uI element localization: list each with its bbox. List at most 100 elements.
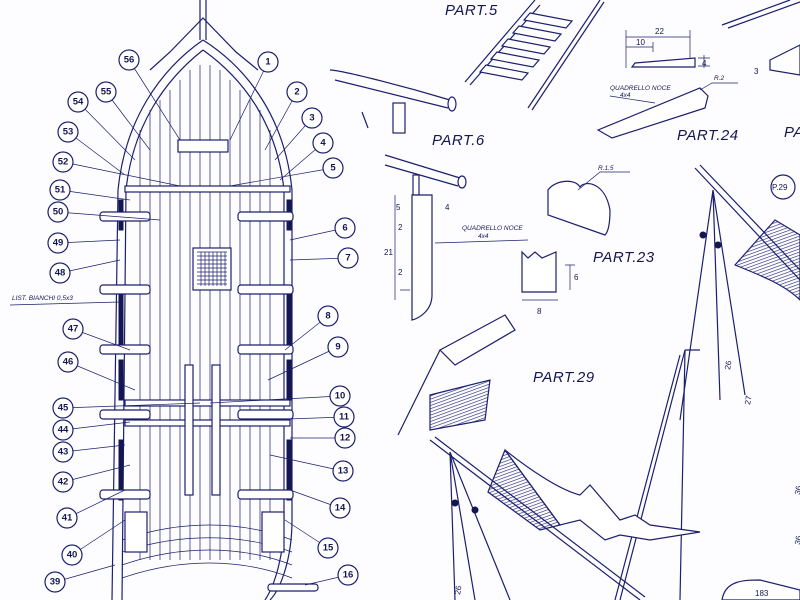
callout-54: 54 [67,91,89,113]
callout-circle [286,81,308,103]
dim-8: 8 [537,307,542,316]
rope-27: 27 [743,394,754,405]
callout-number: 42 [58,477,69,488]
part-6-label: PART.6 [432,132,485,149]
part-6-cannon: PART.6 5 4 21 2 2 QUADRELLO NOCE 4x4 [329,69,529,321]
callout-circle [118,49,140,71]
callout-13: 13 [332,460,354,482]
dim-2b: 2 [398,268,403,277]
callout-number: 47 [68,324,79,335]
dim-4: 4 [445,203,450,212]
callout-circle [337,564,359,586]
callout-12: 12 [334,427,356,449]
callout-46: 46 [57,351,79,373]
callout-circle [49,262,71,284]
radius-r2: R.2 [714,75,725,82]
callout-number: 48 [55,268,66,279]
quadrello-size-1: 4x4 [620,92,631,99]
callout-leaders [9,59,349,586]
callout-55: 55 [95,81,117,103]
callout-6: 6 [334,217,356,239]
callout-1: 1 [257,51,279,73]
dim-2a: 2 [398,223,403,232]
callout-circle [52,397,74,419]
part-23-label: PART.23 [593,249,655,266]
callout-56: 56 [118,49,140,71]
edge-details: 3 PA [721,0,800,141]
callout-circle [62,318,84,340]
callout-number: 39 [50,577,61,588]
callout-4: 4 [312,132,334,154]
callout-number: 13 [338,466,349,477]
callout-number: 14 [335,503,346,514]
part-29-label: PART.29 [533,369,595,386]
callout-circle [57,121,79,143]
callout-number: 46 [63,357,74,368]
callout-circle [44,571,66,593]
part-5-label: PART.5 [445,2,498,19]
quadrello-size-2: 4x4 [478,233,489,240]
callout-number: 52 [58,157,69,168]
cannons [99,211,319,592]
callout-circle [67,91,89,113]
callout-49: 49 [47,232,69,254]
hull-outline [111,39,293,600]
callout-circle [312,132,334,154]
part-29-rigging: P.29 26 27 PART.29 26 36 36 183 [397,164,800,600]
callout-16: 16 [337,564,359,586]
callout-circle [95,81,117,103]
callout-42: 42 [52,471,74,493]
callout-circle [334,427,356,449]
callout-40: 40 [61,544,83,566]
callout-number: 55 [101,87,112,98]
callout-number: 8 [325,311,330,322]
part-24-label: PART.24 [677,127,739,144]
callout-circle [47,232,69,254]
callout-9: 9 [327,336,349,358]
ship-deck-plan: 1234567891011121314151656555453525150494… [9,0,359,600]
callout-3: 3 [301,107,323,129]
quadrello-note-1: QUADRELLO NOCE [610,85,671,92]
callout-8: 8 [317,305,339,327]
callout-53: 53 [57,121,79,143]
callout-number: 11 [339,412,350,423]
callout-number: 41 [62,513,73,524]
callout-circle [257,51,279,73]
rope-36a: 36 [793,484,800,495]
callout-markers: 1234567891011121314151656555453525150494… [44,49,359,593]
callout-44: 44 [52,419,74,441]
dim-4a: 4 [702,59,707,68]
rope-36b: 36 [793,534,800,545]
part-183-label: 183 [755,589,769,598]
callout-number: 40 [67,550,78,561]
callout-number: 6 [342,223,347,234]
radius-r15: R.1.5 [598,165,614,172]
rope-26b: 26 [453,584,464,595]
callout-number: 10 [335,391,346,402]
callout-number: 7 [345,253,350,264]
callout-circle [52,151,74,173]
callout-circle [49,179,71,201]
callout-number: 49 [53,238,64,249]
part-5-ladder: PART.5 [445,0,605,111]
callout-43: 43 [52,441,74,463]
callout-circle [56,507,78,529]
callout-number: 53 [63,127,74,138]
rope-26a: 26 [723,359,734,370]
callout-circle [52,441,74,463]
callout-number: 9 [335,342,340,353]
callout-52: 52 [52,151,74,173]
callout-circle [333,406,355,428]
callout-circle [52,471,74,493]
p29-callout: P.29 [772,183,788,192]
callout-circle [317,537,339,559]
callout-39: 39 [44,571,66,593]
callout-number: 51 [55,185,66,196]
callout-number: 56 [124,55,135,66]
callout-50: 50 [47,201,69,223]
callout-14: 14 [329,497,351,519]
dim-3: 3 [754,67,759,76]
callout-number: 50 [53,207,64,218]
callout-48: 48 [49,262,71,284]
